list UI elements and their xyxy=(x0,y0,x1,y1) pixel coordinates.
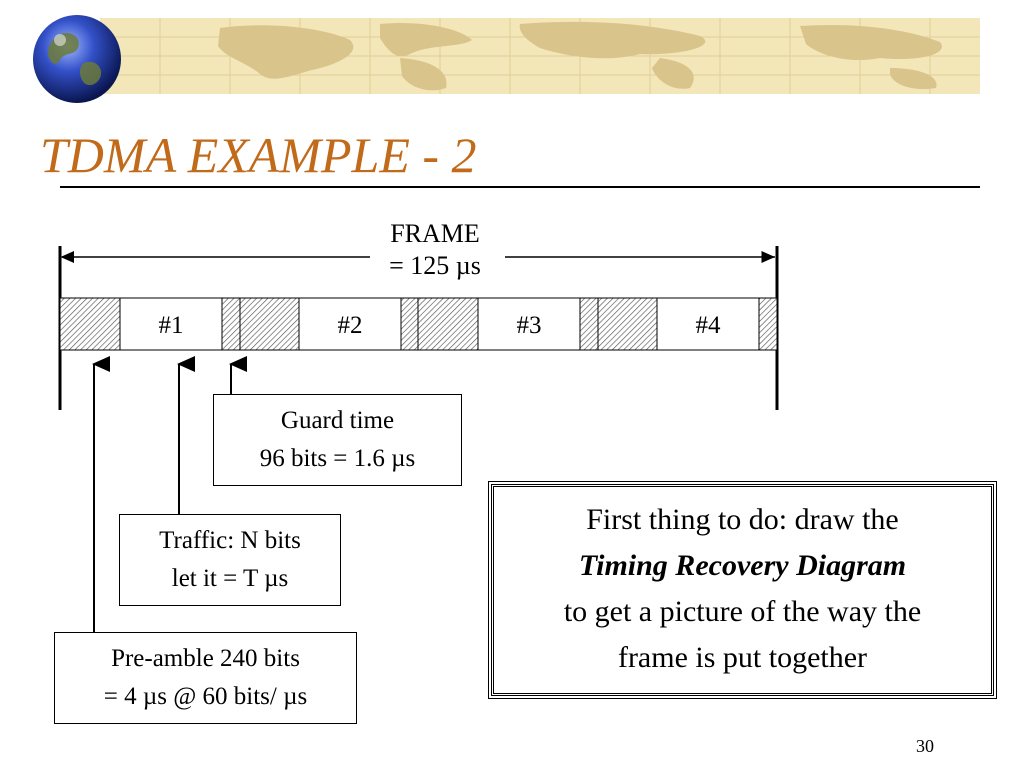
guard-time-line2: 96 bits = 1.6 µs xyxy=(259,445,416,472)
slot-3 xyxy=(477,297,581,351)
slot-3-label: #3 xyxy=(517,312,542,339)
slot-1 xyxy=(119,297,223,351)
traffic-line2: let it = T µs xyxy=(171,565,289,592)
slot-1-label: #1 xyxy=(159,312,184,339)
globe-icon xyxy=(30,12,124,106)
traffic-line1: Traffic: N bits xyxy=(159,527,301,554)
instruction-note: First thing to do: draw the Timing Recov… xyxy=(488,481,997,699)
note-line2: Timing Recovery Diagram xyxy=(578,549,907,582)
preamble-callout: Pre-amble 240 bits = 4 µs @ 60 bits/ µs xyxy=(54,632,357,724)
guard-time-callout: Guard time 96 bits = 1.6 µs xyxy=(213,394,462,486)
note-line3: to get a picture of the way the xyxy=(563,595,922,628)
frame-label-line1: FRAME xyxy=(390,219,480,248)
traffic-callout: Traffic: N bits let it = T µs xyxy=(119,514,341,606)
slot-2-label: #2 xyxy=(338,312,363,339)
note-line1: First thing to do: draw the xyxy=(586,503,899,536)
guard-time-line1: Guard time xyxy=(280,407,395,434)
frame-label: FRAME = 125 µs xyxy=(360,218,510,282)
title-underline xyxy=(60,186,980,188)
frame-label-line2: = 125 µs xyxy=(389,251,481,280)
page-number: 30 xyxy=(916,736,934,756)
slot-4-label: #4 xyxy=(696,312,722,339)
note-line4: frame is put together xyxy=(617,641,868,674)
world-map-banner xyxy=(100,18,980,94)
slot-4 xyxy=(656,297,760,351)
preamble-line1: Pre-amble 240 bits xyxy=(111,645,300,672)
slot-2 xyxy=(298,297,402,351)
page-title: TDMA EXAMPLE - 2 xyxy=(40,127,477,183)
preamble-line2: = 4 µs @ 60 bits/ µs xyxy=(103,683,308,710)
